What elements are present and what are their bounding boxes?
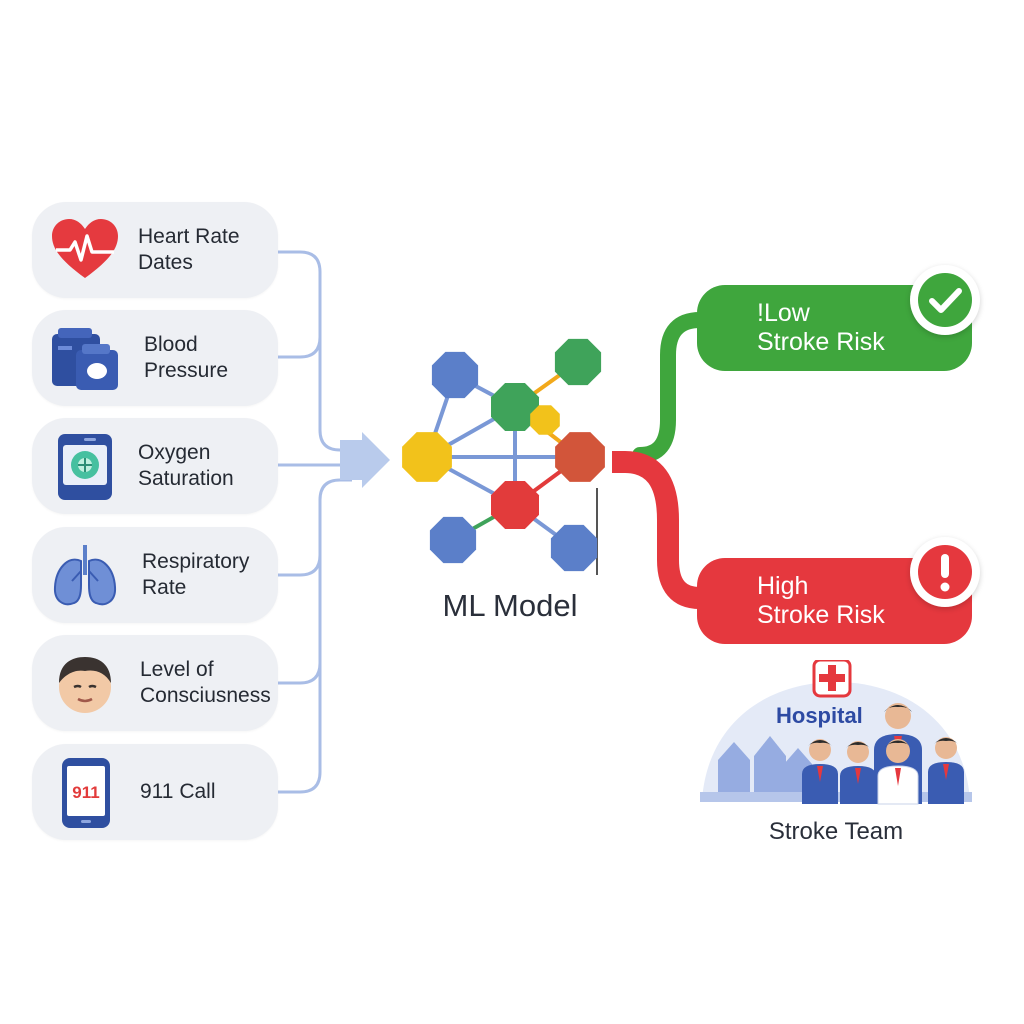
input-connectors	[278, 250, 352, 794]
blood-pressure-monitor-icon	[52, 328, 118, 390]
phone-911-text: 911	[72, 783, 99, 802]
check-icon	[918, 273, 972, 327]
node-blue-bottom-left	[429, 516, 477, 564]
input-card-911-call: 911 911 Call	[32, 744, 278, 840]
low-risk-connector	[632, 312, 708, 463]
input-card-level-of-consciousness: Level of Consciusness	[32, 635, 278, 731]
low-risk-line: Stroke Risk	[757, 328, 885, 356]
stroke-team-people	[802, 703, 964, 805]
low-risk-line: !Low	[757, 299, 810, 327]
input-label-line: Heart Rate	[138, 225, 240, 248]
ml-model-label: ML Model	[442, 588, 578, 623]
node-blue-top	[431, 351, 479, 399]
hospital-label: Hospital	[776, 703, 863, 728]
node-red-right	[555, 432, 605, 482]
node-yellow-left	[402, 432, 452, 482]
input-label-line: Saturation	[138, 467, 234, 490]
high-risk-line: High	[757, 572, 809, 600]
node-green-top	[554, 338, 602, 386]
hospital-cross-icon	[812, 660, 852, 698]
input-label-line: Consciusness	[140, 684, 271, 707]
input-label-line: 911 Call	[140, 780, 216, 803]
node-blue-bottom-right	[550, 524, 598, 572]
arrow-to-model	[340, 432, 390, 488]
patient-face-icon	[59, 657, 111, 713]
exclamation-icon	[918, 545, 972, 599]
input-label-line: Respiratory	[142, 550, 250, 573]
input-label-line: Level of	[140, 658, 214, 681]
input-label-line: Oxygen	[138, 441, 211, 464]
stroke-team-label: Stroke Team	[768, 818, 904, 845]
input-label-line: Dates	[138, 251, 193, 274]
node-yellow-small	[530, 405, 560, 435]
phone-911-icon: 911	[62, 758, 110, 828]
high-risk-connector	[612, 451, 701, 609]
node-green-center	[491, 383, 539, 431]
oxygen-monitor-icon	[58, 434, 112, 500]
input-label-line: Rate	[142, 576, 187, 599]
node-red-center	[491, 481, 539, 529]
alert-badge	[910, 537, 980, 607]
hospital-illustration	[700, 660, 972, 805]
check-badge	[910, 265, 980, 335]
high-risk-line: Stroke Risk	[757, 601, 885, 629]
network-nodes	[402, 338, 605, 572]
heart-ecg-icon	[52, 219, 118, 278]
input-label-line: Pressure	[144, 359, 229, 382]
lungs-icon	[53, 545, 117, 606]
input-label-line: Blood	[144, 333, 198, 356]
